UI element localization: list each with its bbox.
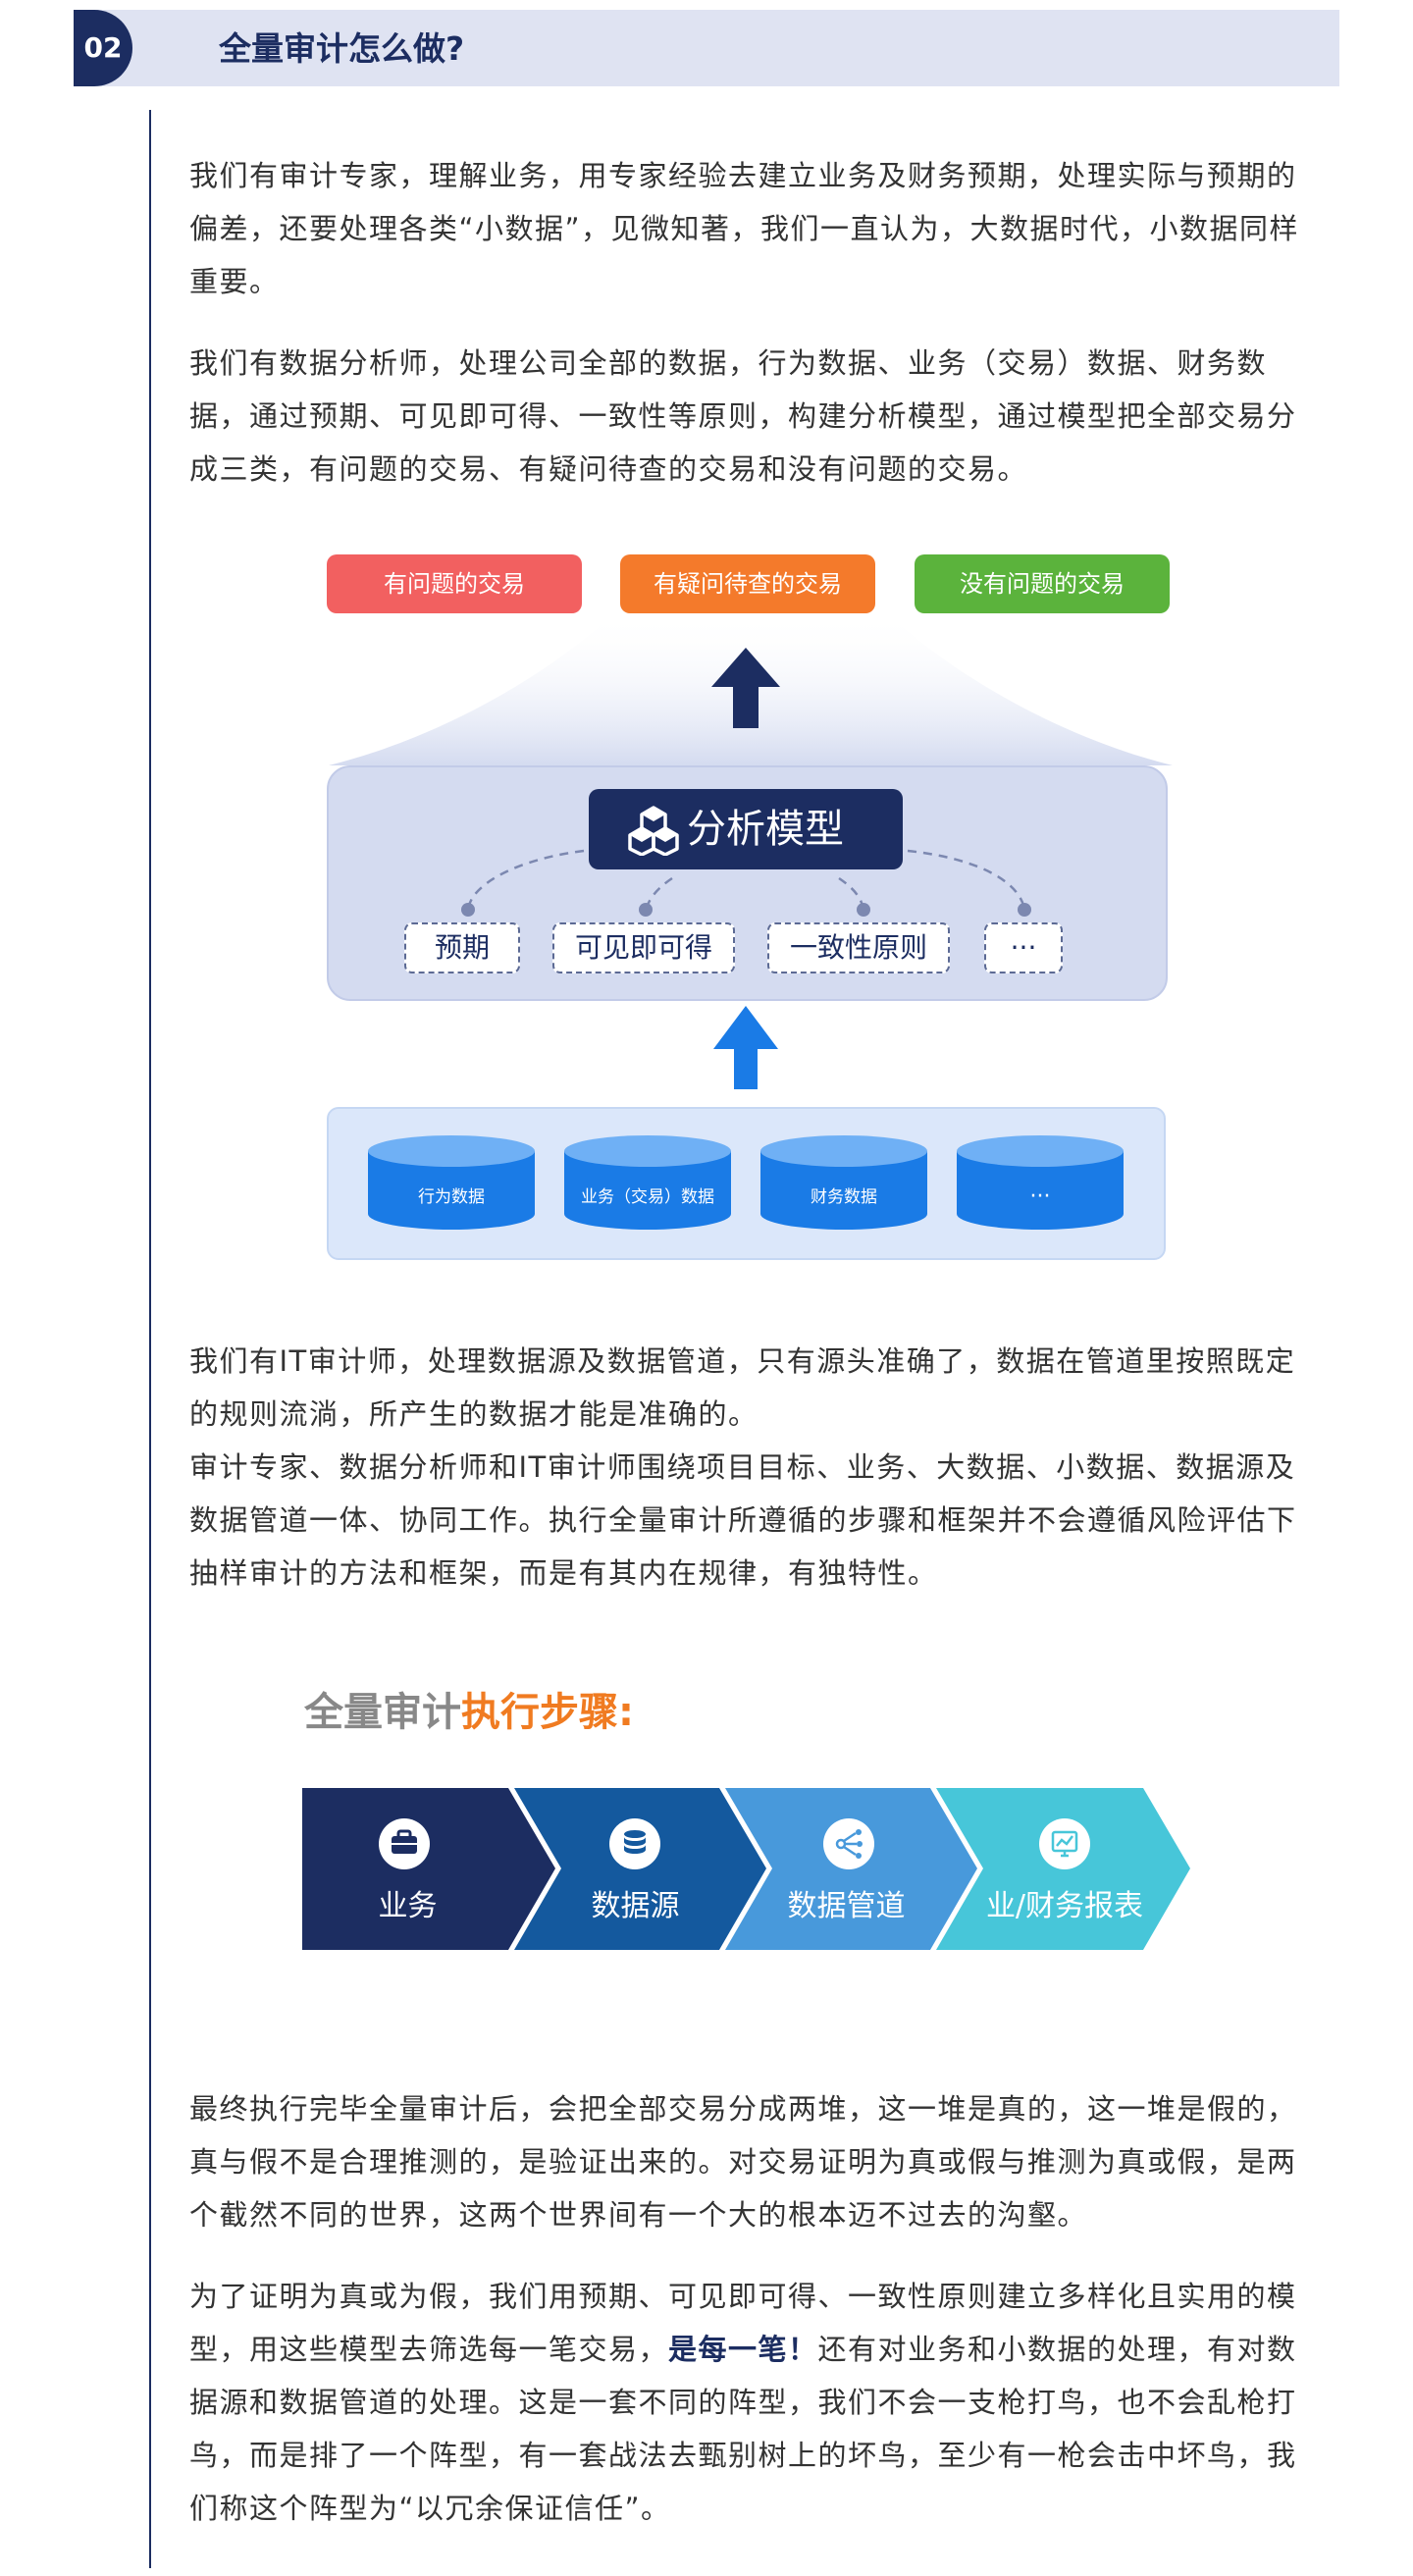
steps-title-highlight: 执行步骤: [461,1690,634,1735]
database-cylinder-icon [760,1135,927,1230]
steps-title: 全量审计执行步骤: [304,1685,634,1740]
connector-lines [461,849,1031,917]
up-arrow-icon [711,648,780,728]
redundancy-text-rest: 还有对业务和小数据的处理，有对数据源和数据管道的处理。这是一套不同的阵型，我们不… [189,2333,1297,2525]
outcome-problem-pill: 有问题的交易 [327,554,582,613]
step-label-financial-report: 业/财务报表 [985,1889,1144,1923]
database-cylinder-icon [564,1135,731,1230]
paragraph-collaboration: 审计专家、数据分析师和IT审计师围绕项目目标、业务、大数据、小数据、数据源及数据… [189,1450,1297,1590]
briefcase-icon [379,1818,430,1869]
left-vertical-rule [149,110,151,2568]
section-title: 全量审计怎么做? [219,29,465,68]
database-cylinder-icon [368,1135,535,1230]
principle-tag-consistency: 一致性原则 [767,922,950,973]
source-label-business: 业务（交易）数据 [581,1187,714,1207]
model-title: 分析模型 [687,807,844,852]
database-icon [609,1818,660,1869]
redundancy-text-intro: 为了证明为真或为假，我们用预期、可见即可得、一致性原则建立多样化且实用的模型，用… [189,2280,1297,2366]
paragraph-data-analysts: 我们有数据分析师，处理公司全部的数据，行为数据、业务（交易）数据、财务数据，通过… [189,346,1297,486]
section-number: 02 [83,31,123,64]
principle-tag-visible: 可见即可得 [552,922,735,973]
section-number-badge [74,10,132,86]
steps-title-prefix: 全量审计 [304,1690,461,1735]
database-cylinder-icon [957,1135,1124,1230]
source-label-finance: 财务数据 [811,1187,877,1207]
source-label-more: ··· [1029,1184,1051,1209]
source-label-behavior: 行为数据 [418,1187,485,1207]
cubes-icon [628,806,679,856]
up-arrow-icon [713,1006,778,1089]
outcome-clean-pill: 没有问题的交易 [915,554,1170,613]
step-label-business: 业务 [378,1889,438,1923]
principle-tag-expectation: 预期 [404,922,520,973]
step-label-data-source: 数据源 [591,1889,680,1923]
outcome-pending-pill: 有疑问待查的交易 [620,554,875,613]
paragraph-it-auditors: 我们有IT审计师，处理数据源及数据管道，只有源头准确了，数据在管道里按照既定的规… [189,1344,1296,1431]
paragraph-final-result: 最终执行完毕全量审计后，会把全部交易分成两堆，这一堆是真的，这一堆是假的，真与假… [189,2092,1297,2232]
paragraph-audit-experts: 我们有审计专家，理解业务，用专家经验去建立业务及财务预期，处理实际与预期的偏差，… [189,159,1300,298]
redundancy-text-emphasis: 是每一笔！ [668,2333,818,2366]
pipeline-icon [823,1818,874,1869]
paragraph-redundancy: 为了证明为真或为假，我们用预期、可见即可得、一致性原则建立多样化且实用的模型，用… [189,2270,1303,2535]
report-icon [1039,1818,1090,1869]
section-header-bar [74,10,1339,86]
principle-tag-more: ··· [984,922,1063,973]
step-label-data-pipeline: 数据管道 [787,1889,906,1923]
